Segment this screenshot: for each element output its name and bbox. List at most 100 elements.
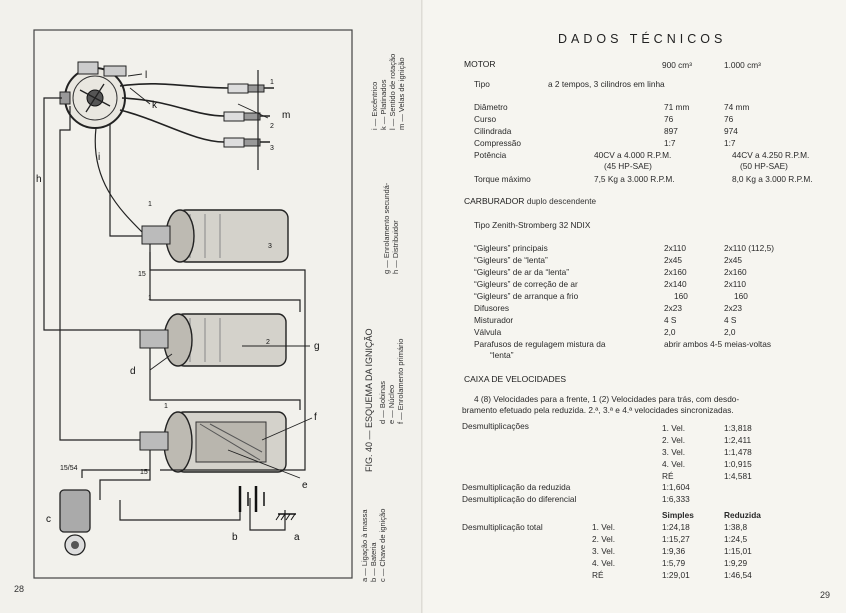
motor-row-label: Diâmetro: [474, 102, 508, 112]
desmult-ratio: 1:2,411: [724, 435, 752, 445]
motor-potencia-b1: 44CV a 4.250 R.P.M.: [732, 150, 810, 160]
col-reduzida: Reduzida: [724, 510, 761, 520]
carburador-tipo: Tipo Zenith-Stromberg 32 NDIX: [474, 220, 591, 230]
total-gear: 4. Vel.: [592, 558, 616, 568]
motor-tipo-value: a 2 tempos, 3 cilindros em linha: [548, 79, 665, 89]
carb-row-b: 2,0: [724, 327, 736, 337]
total-label: Desmultiplicação total: [462, 522, 543, 532]
motor-heading: MOTOR: [464, 59, 496, 69]
motor-potencia-a2: (45 HP-SAE): [604, 161, 652, 171]
carb-row-label: “Gigleurs” de ar da “lenta”: [474, 267, 569, 277]
terminal-15-bottom: 15: [140, 469, 148, 476]
desmult-gear: 3. Vel.: [662, 447, 686, 457]
label-b: b: [232, 532, 238, 543]
motor-torque-b: 8,0 Kg a 3.000 R.P.M.: [732, 174, 813, 184]
label-g: g: [314, 341, 320, 352]
carb-row-b: 2x110: [724, 279, 746, 289]
reduzida-value: 1:1,604: [662, 482, 690, 492]
motor-torque-label: Torque máximo: [474, 174, 531, 184]
carb-row-label: Misturador: [474, 315, 514, 325]
motor-col-b: 1.000 cm³: [724, 60, 761, 70]
carb-parafusos-label2: “lenta”: [490, 350, 514, 360]
motor-row-label: Cilindrada: [474, 126, 512, 136]
total-reduzida: 1:9,29: [724, 558, 748, 568]
col-simples: Simples: [662, 510, 694, 520]
coil-1: [139, 411, 287, 473]
motor-col-a: 900 cm³: [662, 60, 692, 70]
carb-row-label: “Gigleurs” de correção de ar: [474, 279, 578, 289]
carb-row-label: Válvula: [474, 327, 502, 337]
carb-row-label: “Gigleurs” principais: [474, 243, 548, 253]
desmult-label: Desmultiplicações: [462, 421, 529, 431]
legend-col2: d — Bobinas e — Núcleo f — Enrolamento p…: [378, 338, 405, 424]
total-reduzida: 1:15,01: [724, 546, 752, 556]
label-a: a: [294, 532, 300, 543]
page-number-right: 29: [820, 590, 831, 600]
coil-num-2: 2: [266, 339, 270, 346]
carb-row-a: 4 S: [664, 315, 677, 325]
carb-row-a: 2x45: [664, 255, 682, 265]
reduzida-label: Desmultiplicação da reduzida: [462, 482, 571, 492]
ignition-diagram: l k i h m d g f e c b a 1 2 3 3 2 1 15 1…: [33, 29, 353, 579]
total-simples: 1:29,01: [662, 570, 690, 580]
carb-row-label: “Gigleurs” de arranque a frio: [474, 291, 579, 301]
motor-torque-a: 7,5 Kg a 3.000 R.P.M.: [594, 174, 675, 184]
total-gear: RÉ: [592, 570, 604, 580]
total-simples: 1:15,27: [662, 534, 690, 544]
carb-row-a: 2x110: [664, 243, 686, 253]
carb-row-b: 2x23: [724, 303, 742, 313]
carb-row-a: 2x23: [664, 303, 682, 313]
wiring: [43, 97, 306, 531]
left-page: l k i h m d g f e c b a 1 2 3 3 2 1 15 1…: [14, 29, 406, 594]
terminal-1-top: 1: [148, 201, 152, 208]
carb-row-b: 2x160: [724, 267, 747, 277]
carb-row-label: Difusores: [474, 303, 510, 313]
label-l: l: [145, 70, 147, 81]
plug-num-3: 3: [270, 145, 274, 152]
motor-row-b: 974: [724, 126, 738, 136]
terminal-15-top: 15: [138, 271, 146, 278]
legend-col4: i — Excêntrico k — Platinados l — Sentid…: [370, 53, 406, 130]
carb-row-a: 160: [674, 291, 688, 301]
carb-row-a: 2x140: [664, 279, 687, 289]
spark-plugs-m: [223, 70, 274, 170]
caixa-para2: bramento efetuado pela reduzida. 2.ª, 3.…: [462, 405, 734, 415]
battery-b: [238, 486, 265, 512]
right-page: 29: [423, 0, 846, 613]
total-reduzida: 1:24,5: [724, 534, 748, 544]
carb-row-b: 160: [734, 291, 748, 301]
carb-parafusos-value: abrir ambos 4-5 meias-voltas: [664, 339, 771, 349]
carb-row-label: “Gigleurs” de “lenta”: [474, 255, 548, 265]
label-i: i: [98, 152, 100, 163]
total-reduzida: 1:38,8: [724, 522, 748, 532]
total-simples: 1:24,18: [662, 522, 690, 532]
carburador-heading: CARBURADOR duplo descendente: [464, 196, 597, 206]
motor-row-a: 76: [664, 114, 674, 124]
desmult-gear: 2. Vel.: [662, 435, 686, 445]
diferencial-value: 1:6,333: [662, 494, 690, 504]
motor-row-b: 1:7: [724, 138, 736, 148]
desmult-ratio: 1:1,478: [724, 447, 752, 457]
label-e: e: [302, 480, 308, 491]
motor-row-a: 1:7: [664, 138, 676, 148]
motor-row-b: 74 mm: [724, 102, 750, 112]
legend-col3: g — Enrolamento secundá- h — Distribuido…: [382, 182, 400, 274]
carb-row-a: 2x160: [664, 267, 687, 277]
total-reduzida: 1:46,54: [724, 570, 752, 580]
terminal-1-mid: 1: [148, 295, 152, 302]
figure-title: FIG. 40 — ESQUEMA DA IGNIÇÃO: [364, 328, 374, 472]
desmult-gear: 4. Vel.: [662, 459, 686, 469]
coil-2: [139, 313, 287, 367]
label-c: c: [46, 514, 51, 525]
motor-row-a: 71 mm: [664, 102, 690, 112]
motor-potencia-label: Potência: [474, 150, 507, 160]
desmult-gear: RÉ: [662, 471, 674, 481]
ground-a: [275, 513, 296, 521]
caixa-para1: 4 (8) Velocidades para a frente, 1 (2) V…: [474, 394, 740, 404]
motor-potencia-a1: 40CV a 4.000 R.P.M.: [594, 150, 672, 160]
coil-num-1: 1: [164, 403, 168, 410]
total-simples: 1:9,36: [662, 546, 686, 556]
plug-num-1: 1: [270, 79, 274, 86]
carb-row-b: 4 S: [724, 315, 737, 325]
carb-parafusos-label1: Parafusos de regulagem mistura da: [474, 339, 606, 349]
